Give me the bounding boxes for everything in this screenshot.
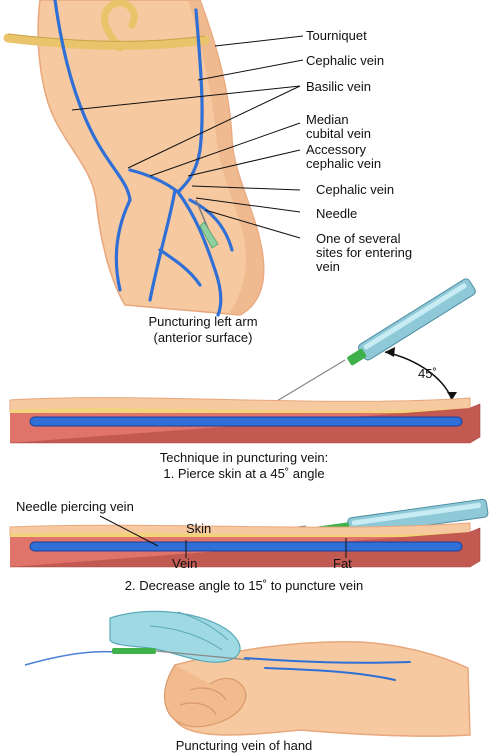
label-median-cubital-1: Median [306,112,349,127]
gloved-hand [110,611,240,662]
label-needle: Needle [316,206,357,221]
label-median-cubital-2: cubital vein [306,126,371,141]
label-accessory-cephalic-1: Accessory [306,142,366,157]
caption-45-1: Technique in puncturing vein: [160,450,328,465]
label-cephalic-vein-upper: Cephalic vein [306,53,384,68]
caption-45-2: 1. Pierce skin at a 45˚ angle [163,466,324,481]
vein-45 [30,417,462,426]
label-cephalic-vein-lower: Cephalic vein [316,182,394,197]
label-sites-3: vein [316,259,340,274]
label-accessory-cephalic-2: cephalic vein [306,156,381,171]
arm-illustration: Tourniquet Cephalic vein Basilic vein Me… [8,0,412,345]
iv-tubing [25,652,115,665]
hand-needle-hub [112,648,156,654]
syringe-45 [344,277,477,369]
label-tourniquet: Tourniquet [306,28,367,43]
label-basilic-vein: Basilic vein [306,79,371,94]
caption-arm-2: (anterior surface) [154,330,253,345]
angle-label-45: 45˚ [418,366,437,381]
technique-15-illustration: Needle piercing vein Skin Vein Fat 2. De… [10,499,488,593]
caption-15: 2. Decrease angle to 15˚ to puncture vei… [125,578,363,593]
caption-hand: Puncturing vein of hand [176,738,313,753]
label-skin: Skin [186,521,211,536]
vein-15 [30,542,462,551]
label-sites-2: sites for entering [316,245,412,260]
hand-illustration: Puncturing vein of hand [25,611,470,753]
caption-arm-1: Puncturing left arm [148,314,257,329]
label-fat: Fat [333,556,352,571]
label-sites-1: One of several [316,231,401,246]
label-needle-piercing: Needle piercing vein [16,499,134,514]
label-vein: Vein [172,556,197,571]
